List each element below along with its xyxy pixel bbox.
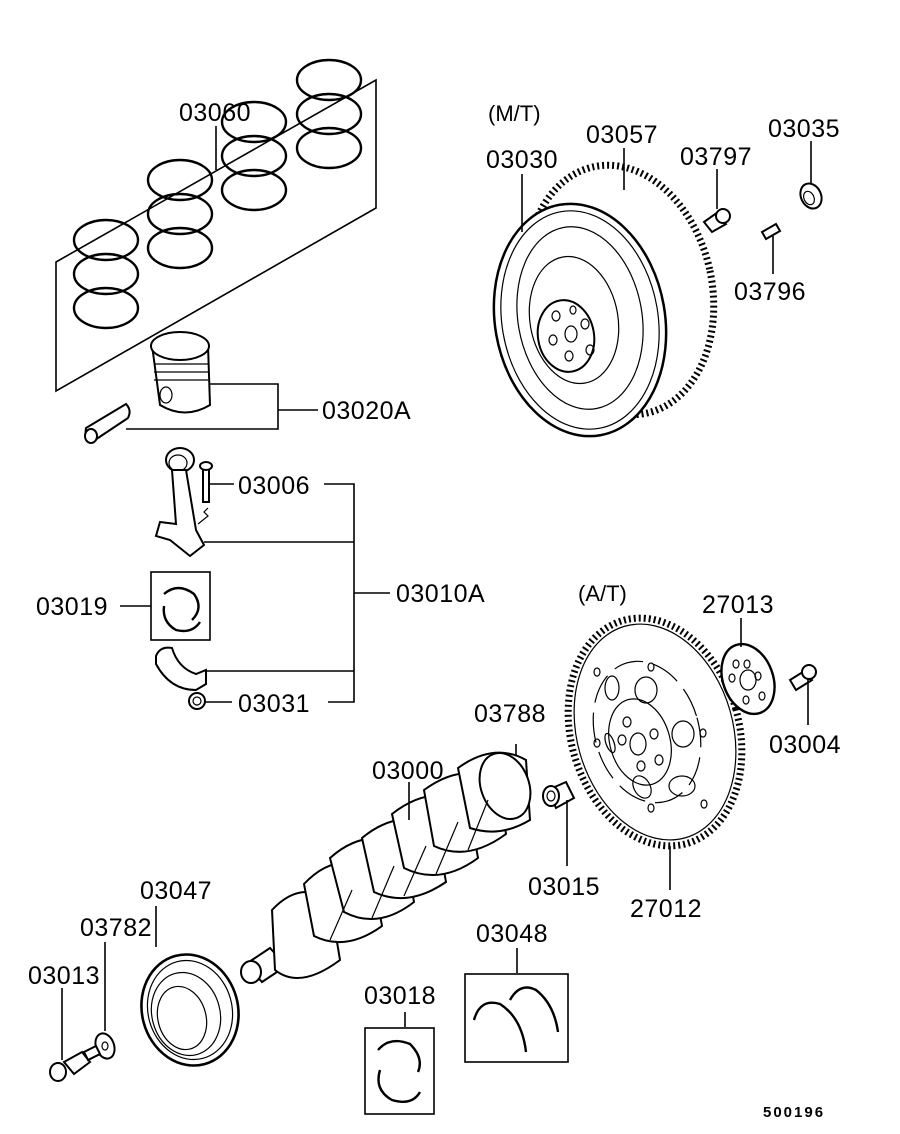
part-label-03018[interactable]: 03018 bbox=[364, 982, 436, 1010]
flywheel bbox=[492, 202, 668, 438]
part-label-03006[interactable]: 03006 bbox=[238, 472, 310, 500]
part-label-27013[interactable]: 27013 bbox=[702, 591, 774, 619]
part-label-03010A[interactable]: 03010A bbox=[396, 580, 485, 608]
piston-ring-set-group: 03060 bbox=[55, 58, 377, 393]
part-label-03020A[interactable]: 03020A bbox=[322, 397, 411, 425]
diagram-reference-number: 500196 bbox=[763, 1104, 825, 1121]
part-label-03048[interactable]: 03048 bbox=[476, 920, 548, 948]
part-label-03013[interactable]: 03013 bbox=[28, 962, 100, 990]
part-label-03031[interactable]: 03031 bbox=[238, 690, 310, 718]
part-label-03057[interactable]: 03057 bbox=[586, 121, 658, 149]
damper-pulley bbox=[140, 953, 240, 1067]
crankshaft-group: 03788 03015 03000 bbox=[240, 700, 600, 1115]
part-label-03788[interactable]: 03788 bbox=[474, 700, 546, 728]
conrod-bearing bbox=[162, 586, 201, 633]
leader-line bbox=[324, 483, 355, 703]
drive-plate-bolt bbox=[788, 664, 817, 692]
pilot-bearing bbox=[799, 182, 823, 210]
conrod-cap bbox=[155, 646, 207, 692]
bushing bbox=[542, 780, 576, 810]
adapter-plate bbox=[720, 642, 776, 716]
crankshaft bbox=[240, 751, 532, 984]
conrod-nut bbox=[188, 692, 206, 710]
connecting-rod-group: 03006 03010A 03019 03031 bbox=[36, 447, 485, 718]
connecting-rod bbox=[154, 447, 206, 558]
drive-plate bbox=[564, 614, 746, 850]
damper-pulley-group: 03047 03782 03013 bbox=[28, 877, 240, 1082]
piston bbox=[150, 331, 212, 414]
piston-group: 03020A bbox=[84, 331, 411, 444]
variant-label-manual: (M/T) bbox=[488, 101, 541, 126]
part-label-03060[interactable]: 03060 bbox=[179, 99, 251, 127]
piston-pin bbox=[84, 402, 131, 444]
part-label-03047[interactable]: 03047 bbox=[140, 877, 212, 905]
pulley-bolt bbox=[49, 1044, 102, 1082]
part-label-03000[interactable]: 03000 bbox=[372, 757, 444, 785]
ring-gear bbox=[522, 161, 718, 419]
part-label-03004[interactable]: 03004 bbox=[769, 731, 841, 759]
piston-ring-set-panel bbox=[55, 78, 377, 393]
part-label-03796[interactable]: 03796 bbox=[734, 278, 806, 306]
part-label-03035[interactable]: 03035 bbox=[768, 115, 840, 143]
part-label-03019[interactable]: 03019 bbox=[36, 593, 108, 621]
dowel-pin-mt bbox=[760, 222, 782, 241]
conrod-bolt bbox=[197, 461, 213, 525]
flywheel-bolt bbox=[702, 208, 731, 234]
thrust-washer-box bbox=[464, 973, 569, 1063]
part-label-03797[interactable]: 03797 bbox=[680, 143, 752, 171]
main-bearing-box bbox=[364, 1027, 435, 1115]
leader-line bbox=[126, 383, 279, 430]
piston-ring-set bbox=[72, 58, 363, 330]
automatic-drive-plate-group: (A/T) 27012 bbox=[564, 581, 841, 923]
part-label-27012[interactable]: 27012 bbox=[630, 895, 702, 923]
part-label-03015[interactable]: 03015 bbox=[528, 873, 600, 901]
thrust-washer bbox=[472, 986, 560, 1053]
main-bearing bbox=[377, 1039, 422, 1103]
variant-label-automatic: (A/T) bbox=[578, 581, 627, 606]
part-label-03782[interactable]: 03782 bbox=[80, 914, 152, 942]
part-label-03030[interactable]: 03030 bbox=[486, 146, 558, 174]
manual-flywheel-group: (M/T) 03057 03030 03797 bbox=[486, 101, 840, 438]
